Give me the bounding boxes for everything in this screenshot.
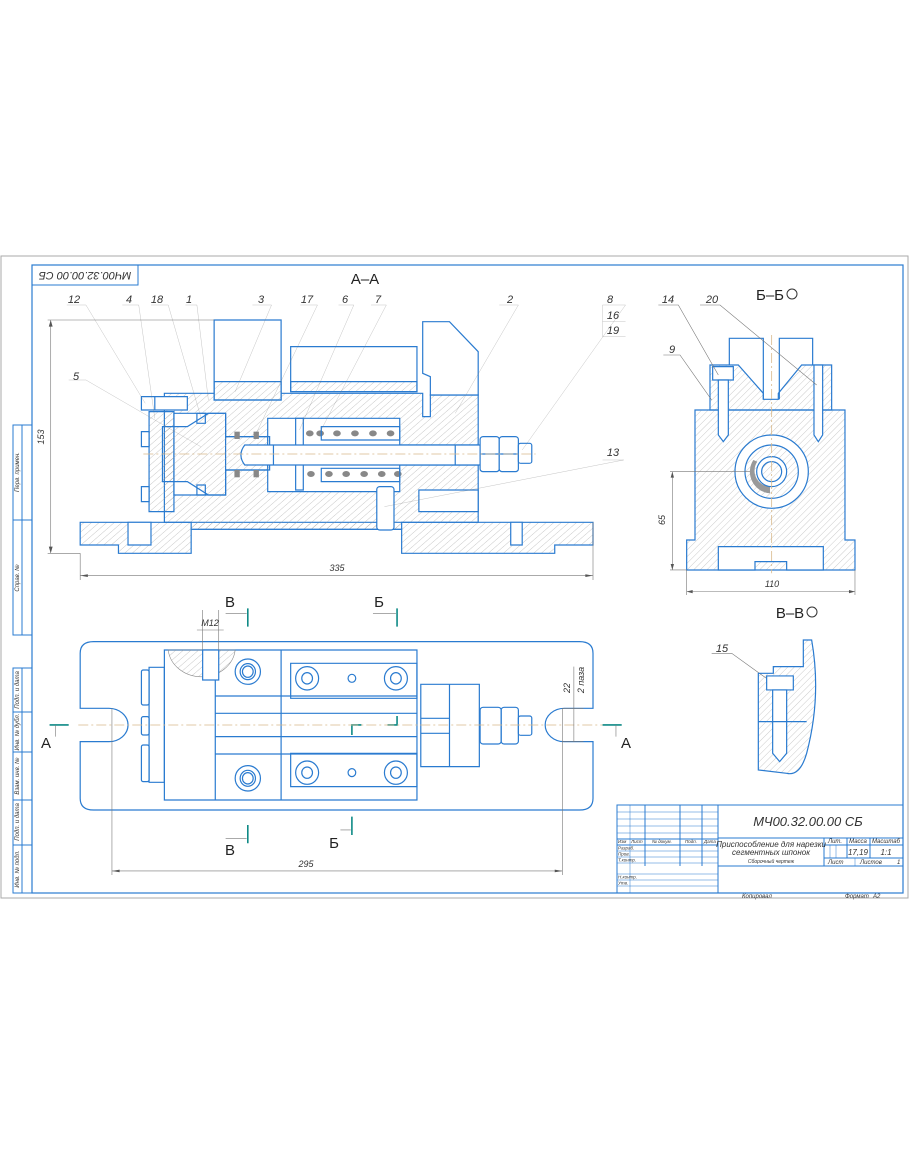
bolt-part-14: [713, 367, 734, 380]
strip-first-use: Перв. примен.: [15, 452, 21, 492]
dim-2-slots: 2 паза: [576, 667, 586, 694]
mark-a-left: А: [41, 735, 51, 752]
section-aa-title: А–А: [351, 271, 379, 288]
col-doc-no: № докум.: [652, 839, 672, 844]
mass-value: 17,19: [848, 848, 869, 857]
role-developer: Разраб.: [618, 846, 634, 851]
strip-repl-inv: Взам. инв. №: [14, 757, 21, 795]
col-change: Изм: [618, 839, 626, 844]
callout-9: 9: [669, 344, 675, 356]
section-aa-view: [48, 304, 626, 580]
mark-b-top: Б: [374, 594, 384, 611]
format-value: А2: [872, 894, 881, 900]
base-bolt-left: [128, 522, 151, 545]
callout-15: 15: [716, 643, 729, 655]
side-views-labels: Б–Б В–В 14 20 9 15 65 110: [657, 287, 818, 655]
scale-value: 1:1: [880, 848, 891, 857]
title-block: МЧ00.32.00.00 СБ Приспособление для наре…: [616, 804, 904, 894]
drawing-doc-type: Сборочный чертеж: [748, 858, 795, 865]
plan-view: [50, 608, 622, 875]
callout-3: 3: [258, 294, 265, 306]
mass-label: Масса: [849, 839, 867, 845]
dim-65: 65: [657, 514, 667, 525]
dim-153: 153: [36, 429, 46, 444]
dim-110: 110: [765, 579, 779, 589]
callout-20: 20: [705, 294, 719, 306]
dim-22: 22: [562, 683, 572, 694]
nut-part-8: [480, 437, 532, 472]
bolt-part-12: [141, 397, 187, 410]
dim-m12: М12: [201, 618, 219, 628]
col-sign: Подп.: [685, 839, 697, 844]
callout-16: 16: [607, 310, 620, 322]
jaw-part-2: [423, 322, 478, 395]
side-strip: Перв. примен. Справ. № Подп. и дата Инв.…: [12, 424, 33, 894]
rotated-view-icon: [786, 288, 798, 300]
bolt-circles: [235, 659, 407, 791]
pin-part-20: [814, 365, 823, 442]
strip-sign-date: Подп. и дата: [15, 671, 21, 709]
section-vv-title: В–В: [776, 605, 804, 622]
strip-ref-no: Справ. №: [14, 564, 21, 592]
section-bb-title: Б–Б: [756, 287, 784, 304]
dim-335: 335: [329, 563, 345, 573]
callout-8: 8: [607, 294, 614, 306]
sheets-label: Листов: [859, 860, 882, 866]
format-label: Формат: [845, 894, 869, 900]
callout-6: 6: [342, 294, 349, 306]
lit-label: Лит.: [827, 839, 842, 845]
role-checker: Пров.: [618, 852, 630, 857]
strip-dup-inv: Инв. № дубл.: [14, 714, 21, 751]
callout-5: 5: [73, 371, 80, 383]
callout-12: 12: [68, 294, 80, 306]
role-norm-control: Н.контр.: [618, 875, 637, 880]
rod: [241, 445, 480, 465]
callout-18: 18: [151, 294, 164, 306]
callout-7: 7: [375, 294, 382, 306]
copied-label: Копировал: [742, 894, 772, 900]
callout-14: 14: [662, 294, 674, 306]
rotated-view-icon: [806, 606, 818, 618]
section-bb-view: [658, 305, 855, 774]
mark-a-right: А: [621, 735, 631, 752]
mark-b-bottom: Б: [329, 835, 339, 852]
stamp-text: МЧ00.32.00.00 СБ: [39, 269, 132, 281]
col-date: Дата: [703, 839, 716, 844]
strip-sign-date-2: Подп. и дата: [15, 803, 21, 841]
callout-4: 4: [126, 294, 132, 306]
callout-2: 2: [506, 294, 513, 306]
plan-view-labels: В Б В Б А А М12 295 22 2 паза: [41, 594, 631, 869]
mark-v-bottom: В: [225, 842, 235, 859]
callout-13: 13: [607, 447, 620, 459]
role-tech-control: Т.контр.: [618, 858, 636, 863]
drawing-name-line2: сегментных шпонок: [732, 848, 811, 857]
mark-v-top: В: [225, 594, 235, 611]
strip-orig-inv: Инв. № подл.: [14, 850, 21, 887]
callout-1: 1: [186, 294, 192, 306]
callout-leaders: [66, 304, 626, 507]
dim-295: 295: [297, 859, 314, 869]
callout-19: 19: [607, 325, 619, 337]
role-approved: Утв.: [618, 881, 628, 886]
scale-label: Масштаб: [872, 839, 901, 845]
rotated-stamp: МЧ00.32.00.00 СБ: [31, 264, 139, 286]
drawing-name-line1: Приспособление для нарезки: [716, 840, 826, 849]
bolt-part-15: [767, 676, 794, 690]
sheets-value: 1: [897, 860, 900, 866]
col-sheet: Лист: [630, 839, 643, 844]
section-aa-callouts: 12 4 18 1 3 17 6 7 2 8 16 19 5 13 335 15…: [36, 294, 620, 573]
sheet-label: Лист: [827, 860, 843, 866]
callout-17: 17: [301, 294, 314, 306]
pin-part-13: [377, 487, 394, 530]
drawing-designation: МЧ00.32.00.00 СБ: [753, 814, 863, 829]
